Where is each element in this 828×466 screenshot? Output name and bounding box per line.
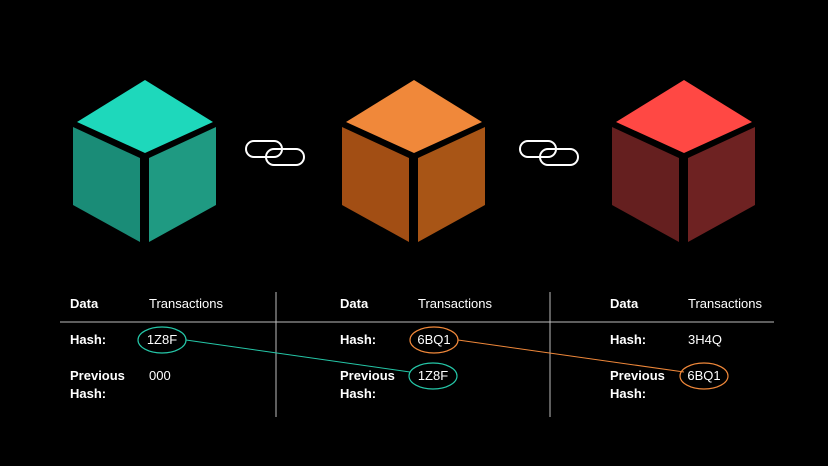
chain-link-icon <box>245 140 305 166</box>
block-1-prev-value: 000 <box>149 368 171 383</box>
block-3-prev-value: 6BQ1 <box>687 368 721 383</box>
block-2-prev-value: 1Z8F <box>417 368 449 383</box>
block-2-prev-label-line1: Previous <box>340 368 395 383</box>
hash-highlight-1 <box>137 326 187 354</box>
block-2-prev-label-line2: Hash: <box>340 386 377 401</box>
hash-link-line-2 <box>457 339 685 373</box>
block-3-hash-label: Hash: <box>610 332 647 347</box>
chain-link-icon <box>519 140 579 166</box>
cube-2-left <box>342 127 409 242</box>
prev-hash-highlight-2 <box>408 362 458 390</box>
cube-3-left <box>612 127 679 242</box>
cube-1-right <box>149 127 216 242</box>
block-2-data-value: Transactions <box>418 296 492 311</box>
block-2-hash-value: 6BQ1 <box>417 332 451 347</box>
block-2-data-label: Data <box>340 296 369 311</box>
cube-2-top <box>346 80 482 153</box>
block-2-hash-label: Hash: <box>340 332 377 347</box>
block-1-prev-label-line2: Hash: <box>70 386 107 401</box>
cube-2-right <box>418 127 485 242</box>
block-1-hash-value: 1Z8F <box>146 332 178 347</box>
cube-1-top <box>77 80 213 153</box>
block-1-data-label: Data <box>70 296 99 311</box>
block-cube-2 <box>342 80 485 242</box>
block-3-prev-label-line1: Previous <box>610 368 665 383</box>
block-3-data-value: Transactions <box>688 296 762 311</box>
cube-1-left <box>73 127 140 242</box>
block-1-hash-label: Hash: <box>70 332 107 347</box>
hash-highlight-2 <box>409 326 459 354</box>
cube-3-right <box>688 127 755 242</box>
cube-3-top <box>616 80 752 153</box>
block-1-data-value: Transactions <box>149 296 223 311</box>
prev-hash-highlight-3 <box>679 362 729 390</box>
block-cube-3 <box>612 80 755 242</box>
block-3-data-label: Data <box>610 296 639 311</box>
hash-link-line-1 <box>185 339 411 373</box>
block-cube-1 <box>73 80 216 242</box>
block-1-prev-label-line1: Previous <box>70 368 125 383</box>
block-3-prev-label-line2: Hash: <box>610 386 647 401</box>
block-3-hash-value: 3H4Q <box>688 332 722 347</box>
